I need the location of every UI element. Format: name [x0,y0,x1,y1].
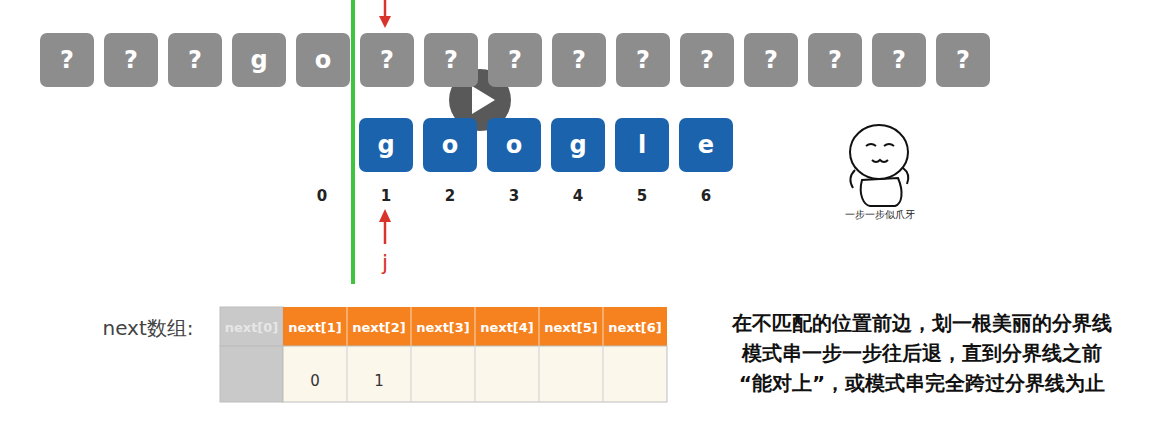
box-char: ? [508,46,522,74]
box-char: ? [444,46,458,74]
figure-caption: 一步一步似爪牙 [845,208,915,222]
text-char-box: ? [488,33,542,87]
box-char: g [569,131,586,159]
text-char-box: ? [552,33,606,87]
box-char: ? [188,46,202,74]
text-char-box: ? [360,33,414,87]
table-cell: 1 [374,372,384,390]
table-header: next[1] [288,319,342,334]
pattern-char-box: e [679,118,733,172]
table-header: next[0] [225,319,279,334]
pattern-char-box: g [359,118,413,172]
text-char-box: ? [104,33,158,87]
box-char: ? [572,46,586,74]
index-number: 6 [701,187,711,205]
box-char: ? [956,46,970,74]
index-number: 0 [317,187,327,205]
index-number: 5 [637,187,647,205]
pointer-label: j [382,250,388,275]
box-char: ? [380,46,394,74]
text-char-box: ? [680,33,734,87]
index-number: 2 [445,187,455,205]
box-char: ? [124,46,138,74]
text-char-box: ? [744,33,798,87]
text-char-box: ? [40,33,94,87]
box-char: g [250,46,267,74]
box-char: ? [764,46,778,74]
box-char: o [506,131,523,159]
note-line: 模式串一步一步往后退，直到分界线之前 [742,340,1102,367]
pattern-char-box: o [487,118,541,172]
box-char: e [698,131,714,159]
index-number: 3 [509,187,519,205]
box-char: o [315,46,332,74]
text-char-box: o [296,33,350,87]
next-table [220,307,667,402]
array-label: next数组: [102,315,193,342]
j-arrow [384,220,387,244]
box-char: ? [700,46,714,74]
index-number: 1 [381,187,391,205]
boundary-line [351,0,355,284]
table-header: next[4] [480,319,534,334]
pointer-arrow [384,0,387,18]
table-cell: 0 [310,372,320,390]
pattern-char-box: g [551,118,605,172]
table-header: next[3] [416,319,470,334]
box-char: ? [828,46,842,74]
table-header: next[5] [544,319,598,334]
table-header: next[2] [352,319,406,334]
pointer-arrowhead [379,16,391,28]
play-icon [472,86,495,114]
box-char: o [442,131,459,159]
pattern-char-box: l [615,118,669,172]
text-char-box: ? [424,33,478,87]
box-char: l [638,131,646,159]
text-char-box: ? [936,33,990,87]
text-char-box: ? [168,33,222,87]
box-char: ? [892,46,906,74]
note-line: 在不匹配的位置前边，划一根美丽的分界线 [732,310,1112,337]
text-char-box: ? [872,33,926,87]
box-char: g [377,131,394,159]
pattern-char-box: o [423,118,477,172]
text-char-box: g [232,33,286,87]
cartoon-figure [850,125,908,206]
table-header: next[6] [608,319,662,334]
note-line: “能对上”，或模式串完全跨过分界线为止 [739,370,1105,397]
text-char-box: ? [808,33,862,87]
index-number: 4 [573,187,583,205]
box-char: ? [60,46,74,74]
j-arrowhead [379,209,391,222]
text-char-box: ? [616,33,670,87]
box-char: ? [636,46,650,74]
